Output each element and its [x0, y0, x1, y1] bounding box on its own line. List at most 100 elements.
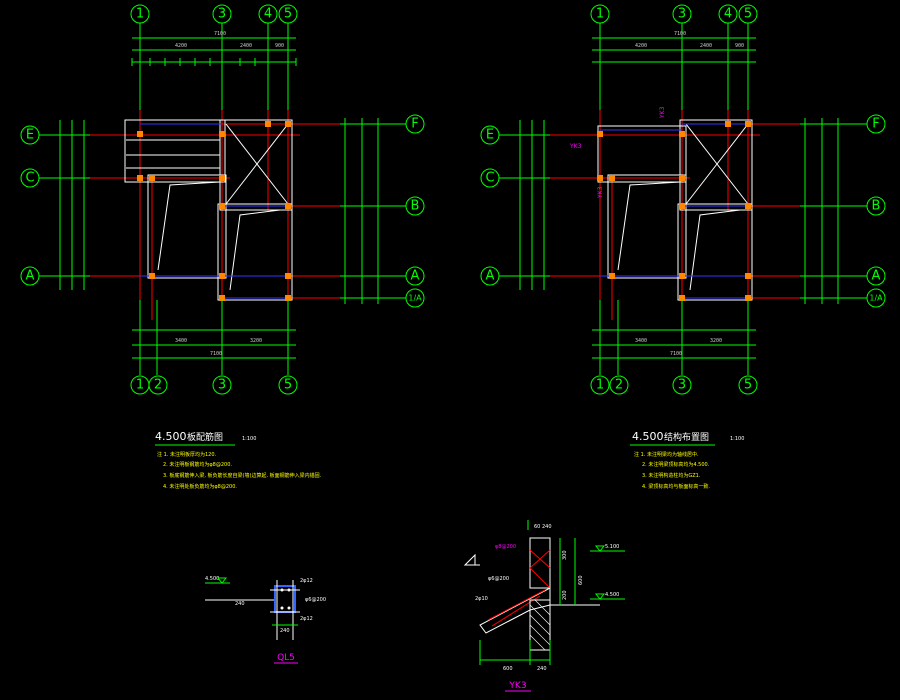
axis-bubble-bottom-2: 2 [609, 375, 629, 395]
yk3-label-a: YK3 [569, 143, 582, 150]
left-floor-plan: 1 3 4 5 7100 4200 2400 900 E C A F [20, 4, 425, 490]
svg-text:3: 3 [218, 378, 226, 393]
axis-bubble-bottom-1: 1 [590, 375, 610, 395]
left-note-2: 2. 未注明板钢筋均为φ8@200. [163, 461, 232, 468]
svg-text:A: A [872, 269, 881, 284]
dim-bottom-b: 3200 [250, 338, 262, 344]
dim-top-a: 4200 [175, 43, 187, 49]
left-plan-title-elev: 4.500 [155, 430, 187, 443]
dim-total-bottom: 7100 [210, 351, 222, 357]
svg-text:3: 3 [678, 378, 686, 393]
axis-bubble-bottom-5: 5 [738, 375, 758, 395]
yk3-rebar-b: φ6@200 [488, 576, 509, 582]
dim-bottom-b: 3200 [710, 338, 722, 344]
yk3-label-b: YK3 [597, 186, 604, 199]
left-walls [124, 119, 293, 301]
svg-text:B: B [872, 199, 881, 214]
right-plan-title-elev: 4.500 [632, 430, 664, 443]
dim-total-top: 7100 [214, 31, 226, 37]
axis-bubble-left-A: A [480, 266, 500, 286]
svg-text:3: 3 [678, 7, 686, 22]
svg-text:E: E [486, 128, 494, 143]
yk3-dim-bottom-b: 240 [537, 666, 547, 672]
left-note-3: 3. 板底钢筋伸入梁, 板负筋长度自梁(墙)边算起. 板面钢筋伸入梁内锚固. [163, 472, 322, 479]
svg-text:B: B [411, 199, 420, 214]
svg-text:1/A: 1/A [869, 294, 883, 303]
svg-text:A: A [26, 269, 35, 284]
left-columns [137, 121, 291, 301]
yk3-rebar-a: φ8@200 [495, 544, 516, 550]
yk3-dim-top-a: 60 [534, 524, 540, 530]
right-note-4: 4. 梁顶标高均与板面标高一致. [642, 483, 710, 490]
detail-ql5: 4.500 2φ12 φ6@200 2φ12 240 240 QL5 [205, 576, 326, 664]
axis-bubble-top-5: 5 [278, 4, 298, 24]
ql5-rebar-top: 2φ12 [300, 578, 313, 584]
yk3-dim-side-b: 200 [562, 590, 568, 600]
axis-bubble-bottom-3: 3 [212, 375, 232, 395]
svg-text:A: A [411, 269, 420, 284]
svg-text:4: 4 [724, 7, 732, 22]
axis-bubble-bottom-3: 3 [672, 375, 692, 395]
ql5-elev: 4.500 [205, 576, 219, 582]
svg-text:1: 1 [596, 378, 604, 393]
svg-text:5: 5 [284, 378, 292, 393]
yk3-dim-top-b: 240 [542, 524, 552, 530]
svg-text:A: A [486, 269, 495, 284]
axis-bubble-bottom-5: 5 [278, 375, 298, 395]
axis-bubble-top-3: 3 [212, 4, 232, 24]
yk3-rebar-c: 2φ10 [475, 596, 488, 602]
svg-text:5: 5 [744, 7, 752, 22]
axis-bubble-top-4: 4 [258, 4, 278, 24]
yk3-elev-mid: 4.500 [605, 592, 619, 598]
yk3-dim-side-a: 300 [562, 550, 568, 560]
axis-bubble-right-B: B [866, 196, 886, 216]
detail-yk3: 60 240 5.100 4.500 300 200 600 φ8@20 [463, 520, 625, 692]
axis-bubble-top-1: 1 [590, 4, 610, 24]
axis-bubble-right-1A: 1/A [866, 288, 886, 308]
axis-bubble-top-1: 1 [130, 4, 150, 24]
left-plan-scale: 1:100 [242, 436, 256, 442]
axis-bubble-top-5: 5 [738, 4, 758, 24]
yk3-dim-side-c: 600 [578, 575, 584, 585]
svg-text:5: 5 [284, 7, 292, 22]
svg-text:E: E [26, 128, 34, 143]
svg-text:1: 1 [136, 7, 144, 22]
left-note-4: 4. 未注明处板负筋均为φ8@200. [163, 483, 237, 490]
svg-text:C: C [25, 171, 34, 186]
axis-bubble-right-F: F [405, 114, 425, 134]
svg-text:2: 2 [154, 378, 162, 393]
left-note-1: 注 1. 未注明板厚均为120. [157, 451, 216, 458]
dim-top-b: 2400 [700, 43, 712, 49]
svg-text:F: F [411, 117, 418, 132]
axis-bubble-right-1A: 1/A [405, 288, 425, 308]
yk3-label-c: YK3 [659, 106, 666, 119]
svg-text:1/A: 1/A [408, 294, 422, 303]
right-plan-scale: 1:100 [730, 436, 744, 442]
axis-bubble-left-A: A [20, 266, 40, 286]
dim-top-a: 4200 [635, 43, 647, 49]
dim-top-c: 900 [275, 43, 284, 49]
yk3-dim-bottom-a: 600 [503, 666, 513, 672]
ql5-stirrup: φ6@200 [305, 597, 326, 603]
yk3-label: YK3 [508, 681, 526, 691]
axis-bubble-right-B: B [405, 196, 425, 216]
axis-bubble-right-F: F [866, 114, 886, 134]
yk3-elev-top: 5.100 [605, 544, 619, 550]
svg-text:C: C [485, 171, 494, 186]
axis-bubble-right-A: A [866, 266, 886, 286]
dim-bottom-a: 3400 [635, 338, 647, 344]
axis-bubble-right-A: A [405, 266, 425, 286]
axis-bubble-left-E: E [20, 125, 40, 145]
right-note-2: 2. 未注明梁顶标高均为4.500. [642, 461, 710, 468]
right-note-1: 注 1. 未注明梁均为轴线居中. [634, 451, 699, 458]
dim-total-top: 7100 [674, 31, 686, 37]
axis-bubble-left-C: C [20, 168, 40, 188]
dim-top-c: 900 [735, 43, 744, 49]
right-floor-plan: 1 3 4 5 7100 4200 2400 900 E C A F B A 1… [480, 4, 886, 490]
svg-text:2: 2 [615, 378, 623, 393]
axis-bubble-bottom-1: 1 [130, 375, 150, 395]
left-plan-title: 板配筋图 [187, 431, 223, 443]
dim-bottom-a: 3400 [175, 338, 187, 344]
axis-bubble-top-3: 3 [672, 4, 692, 24]
